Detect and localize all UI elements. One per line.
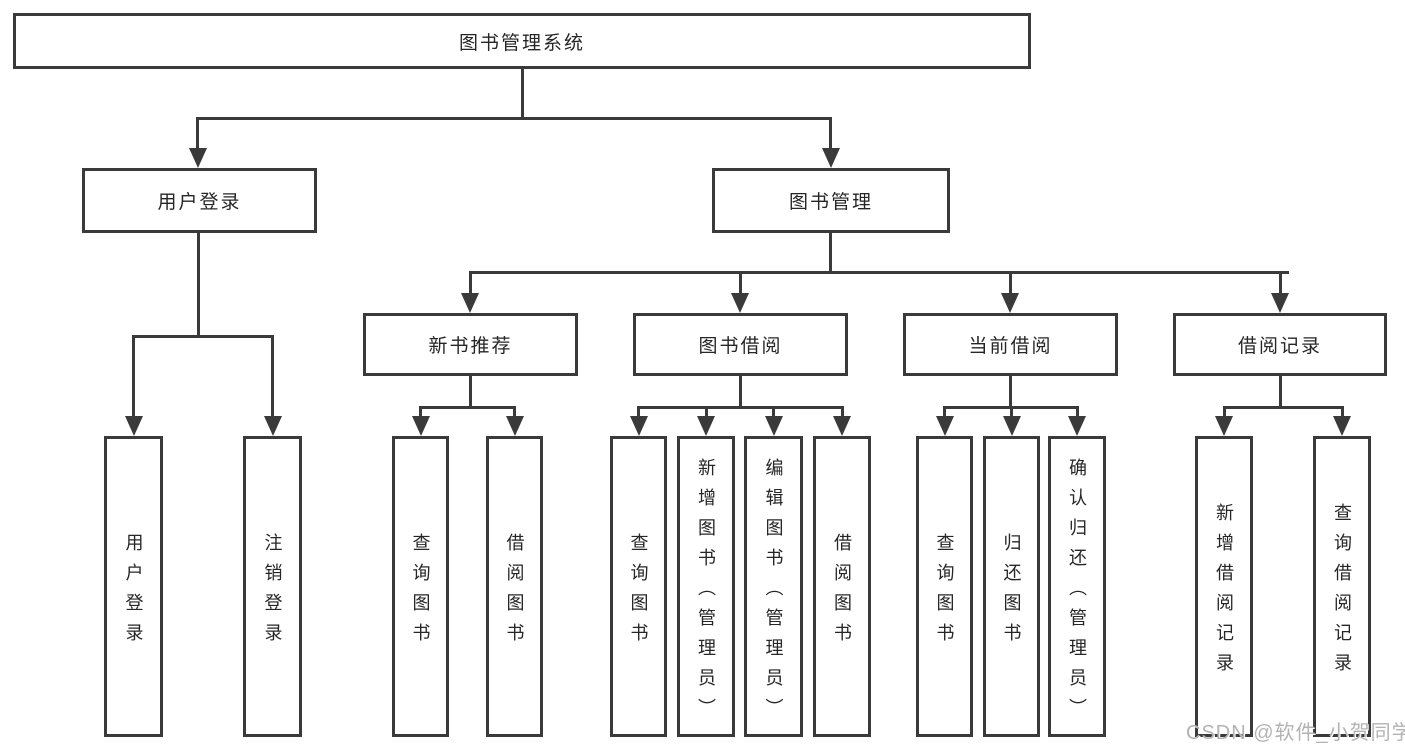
- connector-section-rail: [1223, 406, 1344, 409]
- csdn-watermark: CSDN @软件_小贺同学: [1186, 722, 1405, 744]
- node-user-login: 用户登录: [82, 168, 317, 233]
- node-current-borrowing: 当前借阅: [903, 313, 1118, 376]
- leaf-label: 查询图书: [410, 532, 431, 653]
- connector-stub: [513, 406, 516, 420]
- connector-stub: [1009, 271, 1012, 295]
- connector-stub: [1010, 406, 1013, 420]
- leaf-edit-book-admin: 编辑图书（管理员）: [744, 436, 803, 737]
- leaf-label: 查询图书: [628, 532, 649, 653]
- connector-level3-rail: [469, 271, 1289, 274]
- leaf-confirm-return-admin: 确认归还（管理员）: [1048, 436, 1106, 737]
- connector-stub: [469, 271, 472, 295]
- connector-section-stem: [1009, 376, 1012, 408]
- arrowhead: [936, 416, 954, 436]
- arrowhead: [506, 416, 524, 436]
- connector-stub: [132, 335, 135, 416]
- connector-stub: [419, 406, 422, 420]
- leaf-label: 确认归还（管理员）: [1067, 457, 1087, 728]
- leaf-add-borrow-record: 新增借阅记录: [1195, 436, 1253, 737]
- node-book-management: 图书管理: [712, 168, 950, 233]
- connector-stub: [196, 117, 199, 150]
- arrowhead: [630, 416, 648, 436]
- arrowhead: [125, 416, 143, 436]
- connector-stub: [705, 406, 708, 420]
- leaf-borrow-books-recommend: 借阅图书: [486, 436, 543, 737]
- connector-stub: [1076, 406, 1079, 420]
- connector-user-login-rail: [132, 335, 274, 338]
- leaf-query-books-current: 查询图书: [916, 436, 973, 737]
- connector-section-stem: [469, 376, 472, 408]
- arrowhead: [1003, 416, 1021, 436]
- connector-section-rail: [419, 406, 516, 409]
- leaf-label: 借阅图书: [832, 532, 852, 653]
- arrowhead: [731, 293, 749, 313]
- node-book-borrowing: 图书借阅: [633, 313, 848, 376]
- connector-user-login-stem: [197, 233, 200, 337]
- leaf-label: 新增借阅记录: [1214, 502, 1234, 683]
- leaf-borrow-books-borrowing: 借阅图书: [813, 436, 871, 737]
- connector-stub: [637, 406, 640, 420]
- connector-section-stem: [1279, 376, 1282, 408]
- arrowhead: [697, 416, 715, 436]
- arrowhead: [461, 293, 479, 313]
- connector-stub: [829, 117, 832, 150]
- arrowhead: [822, 148, 840, 168]
- connector-stub: [1223, 406, 1226, 420]
- connector-stub: [271, 335, 274, 416]
- leaf-query-books-recommend: 查询图书: [392, 436, 449, 737]
- arrowhead: [1333, 416, 1351, 436]
- node-new-book-recommendation: 新书推荐: [363, 313, 578, 376]
- leaf-logout: 注销登录: [243, 436, 302, 737]
- connector-root-stem: [521, 69, 524, 119]
- node-library-management-system: 图书管理系统: [13, 13, 1031, 69]
- leaf-label: 归还图书: [1001, 532, 1022, 653]
- leaf-user-login: 用户登录: [104, 436, 163, 737]
- leaf-label: 查询借阅记录: [1332, 502, 1352, 683]
- connector-book-mgmt-stem: [829, 233, 832, 273]
- arrowhead: [833, 416, 851, 436]
- leaf-label: 查询图书: [934, 532, 955, 653]
- leaf-query-borrow-record: 查询借阅记录: [1313, 436, 1371, 737]
- connector-section-rail: [637, 406, 844, 409]
- leaf-label: 注销登录: [262, 532, 283, 653]
- connector-stub: [772, 406, 775, 420]
- leaf-label: 编辑图书（管理员）: [763, 457, 784, 728]
- connector-stub: [1341, 406, 1344, 420]
- arrowhead: [1001, 293, 1019, 313]
- connector-stub: [739, 271, 742, 295]
- leaf-label: 用户登录: [123, 532, 144, 653]
- connector-section-stem: [739, 376, 742, 408]
- arrowhead: [765, 416, 783, 436]
- arrowhead: [189, 148, 207, 168]
- arrowhead: [1271, 293, 1289, 313]
- connector-level1-rail: [196, 117, 832, 120]
- connector-stub: [841, 406, 844, 420]
- arrowhead: [1068, 416, 1086, 436]
- leaf-label: 新增图书（管理员）: [696, 457, 716, 728]
- connector-stub: [1279, 271, 1282, 295]
- node-borrowing-records: 借阅记录: [1173, 313, 1387, 376]
- leaf-query-books-borrowing: 查询图书: [610, 436, 667, 737]
- arrowhead: [412, 416, 430, 436]
- arrowhead: [1215, 416, 1233, 436]
- leaf-return-books: 归还图书: [983, 436, 1040, 737]
- connector-stub: [943, 406, 946, 420]
- leaf-add-book-admin: 新增图书（管理员）: [677, 436, 735, 737]
- leaf-label: 借阅图书: [504, 532, 525, 653]
- arrowhead: [264, 416, 282, 436]
